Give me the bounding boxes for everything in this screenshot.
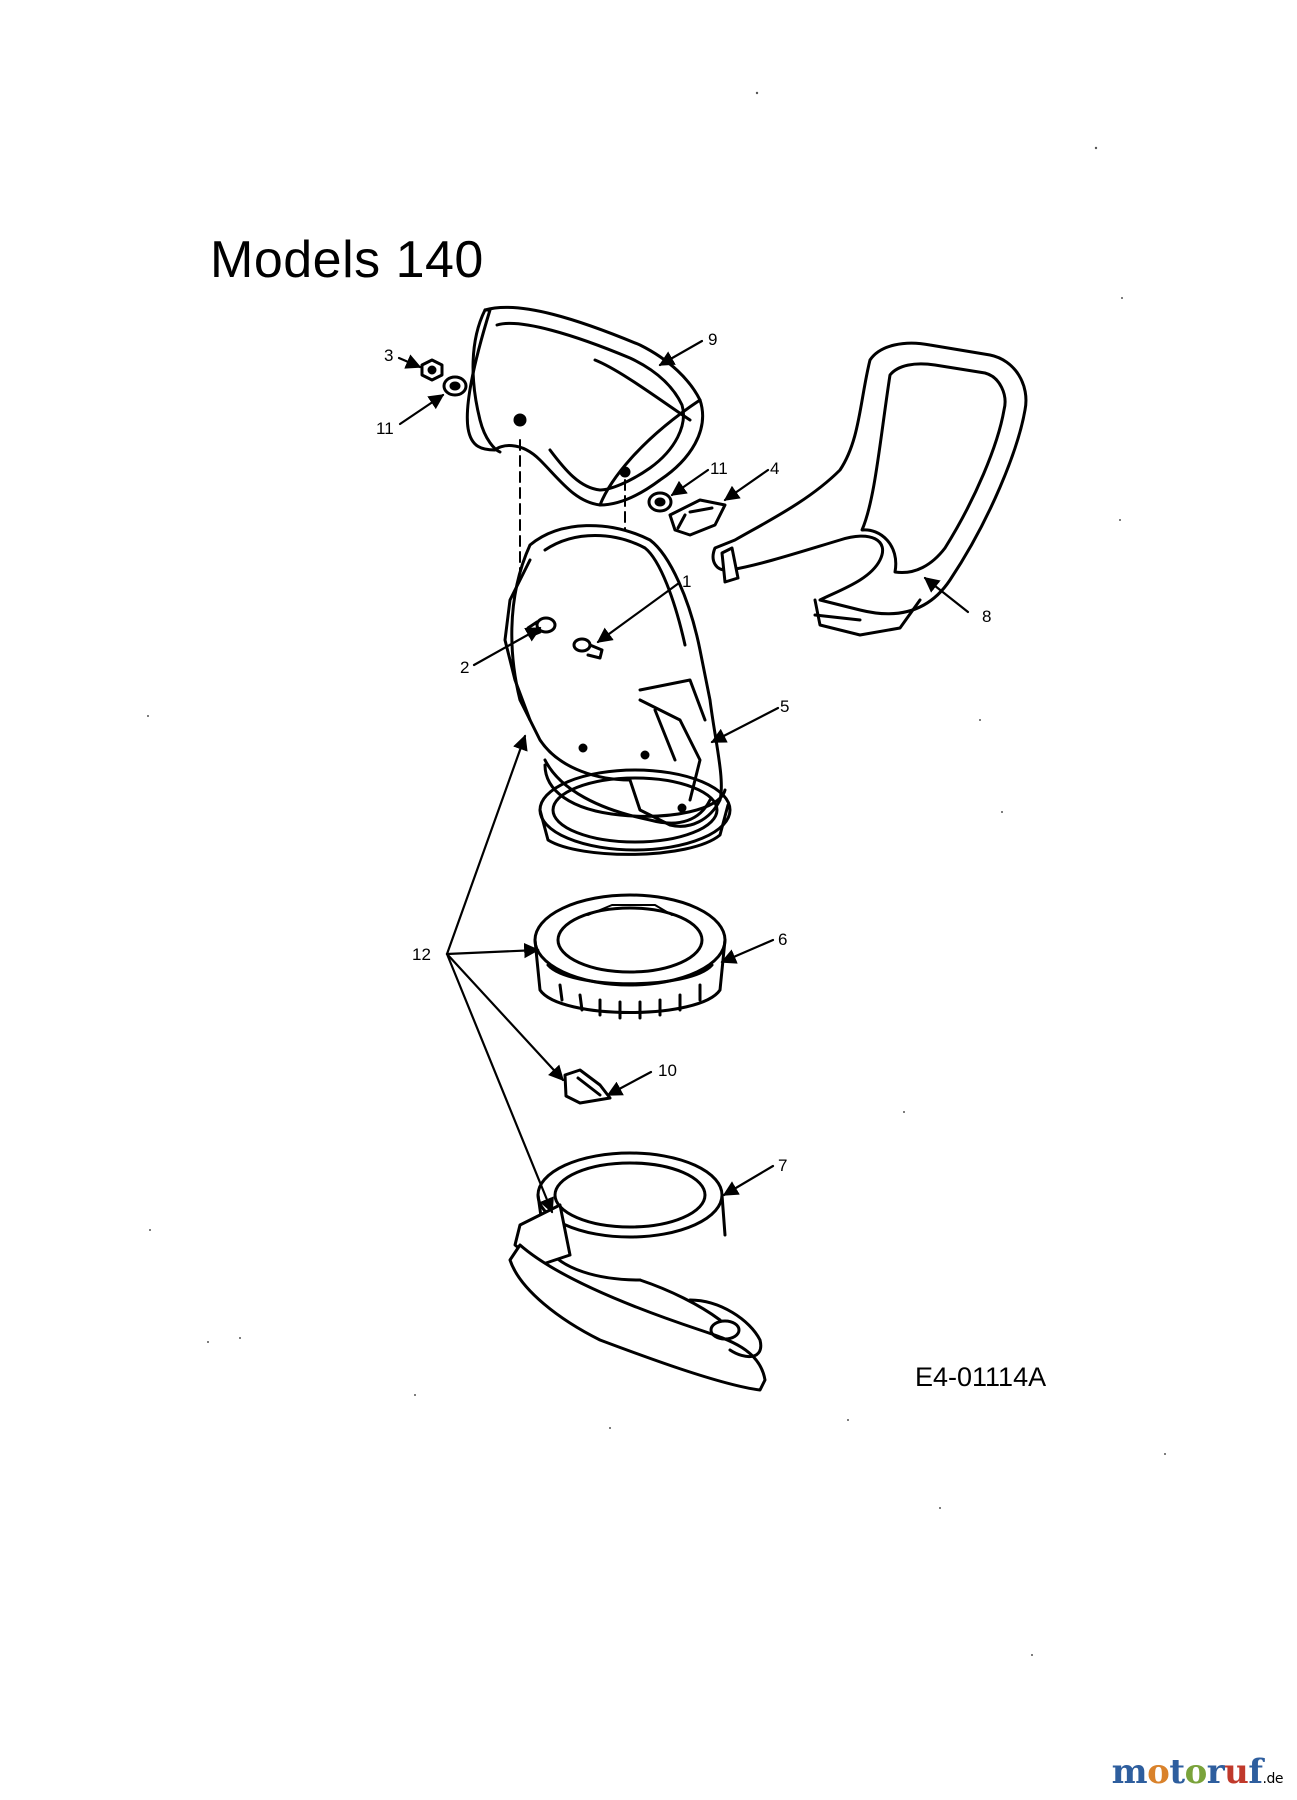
callout-9: 9 — [708, 330, 717, 349]
watermark-letter: m — [1111, 1752, 1148, 1792]
scan-speckles — [147, 91, 1166, 1656]
part-bolt-1 — [572, 637, 604, 660]
leader-11-left — [398, 393, 445, 426]
watermark-letter: f — [1248, 1752, 1263, 1792]
leader-11-right — [670, 468, 710, 497]
leader-1 — [596, 581, 681, 644]
part-gear-ring-6 — [533, 893, 727, 1020]
watermark-letter: r — [1206, 1752, 1225, 1792]
part-deflector-9 — [465, 305, 705, 507]
leader-12-to-7 — [445, 952, 554, 1214]
callout-12: 12 — [412, 945, 431, 964]
callout-numbers: 3 11 9 11 4 1 2 5 8 12 6 10 7 — [376, 330, 991, 1175]
leader-2 — [472, 626, 542, 667]
leader-4 — [723, 468, 770, 502]
leader-3 — [397, 354, 422, 369]
watermark-letter: o — [1184, 1752, 1208, 1792]
watermark-letter: t — [1169, 1752, 1185, 1792]
callout-3: 3 — [384, 346, 393, 365]
callout-11-right: 11 — [710, 459, 728, 478]
callout-5: 5 — [780, 697, 789, 716]
callout-7: 7 — [778, 1156, 787, 1175]
leader-8 — [923, 576, 970, 614]
leader-9 — [658, 339, 704, 367]
leader-12-to-6 — [445, 942, 540, 959]
part-chute-5 — [503, 524, 732, 856]
leader-12-to-10 — [445, 952, 565, 1082]
watermark-logo: motoruf.de — [1112, 1752, 1284, 1792]
leader-7 — [722, 1164, 775, 1197]
part-nut-3 — [420, 358, 444, 382]
callout-10: 10 — [658, 1061, 677, 1080]
callout-8: 8 — [982, 607, 991, 626]
leader-12-to-5 — [445, 734, 528, 956]
leader-6 — [720, 938, 775, 964]
watermark-letters: motoruf — [1112, 1752, 1263, 1792]
watermark-letter: u — [1224, 1752, 1249, 1792]
part-latch-10 — [563, 1068, 612, 1105]
callout-6: 6 — [778, 930, 787, 949]
leader-10 — [606, 1070, 653, 1097]
diagram-title: Models 140 — [210, 231, 484, 289]
part-handle-8 — [711, 341, 1028, 637]
watermark-domain: .de — [1262, 1771, 1284, 1787]
watermark-letter: o — [1147, 1752, 1170, 1792]
callout-11-left: 11 — [376, 419, 394, 438]
part-washer-11-left — [442, 375, 468, 397]
part-washer-11-right — [647, 491, 673, 513]
callout-4: 4 — [770, 459, 779, 478]
callout-2: 2 — [460, 658, 469, 677]
part-bracket-4 — [668, 498, 727, 537]
drawing-code: E4-01114A — [915, 1362, 1047, 1392]
part-base-7 — [508, 1151, 767, 1392]
leader-5 — [710, 706, 780, 744]
callout-1: 1 — [682, 572, 691, 591]
leader-lines — [397, 339, 970, 1214]
